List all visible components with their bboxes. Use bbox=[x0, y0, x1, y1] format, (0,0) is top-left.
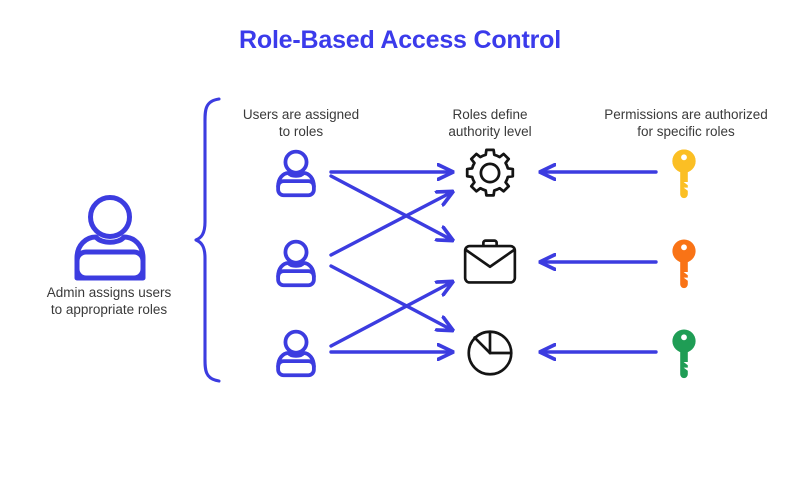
permission-node-bottom bbox=[668, 328, 700, 385]
arrow-user-top-to-role-middle bbox=[329, 174, 452, 240]
permission-to-role-arrows bbox=[541, 172, 658, 352]
caption-admin: Admin assigns users to appropriate roles bbox=[46, 285, 172, 317]
user-icon bbox=[74, 195, 146, 281]
user-icon bbox=[276, 149, 316, 198]
admin-node bbox=[62, 192, 158, 287]
key-icon bbox=[672, 149, 696, 199]
user-node-middle bbox=[270, 238, 322, 293]
user-node-bottom bbox=[270, 328, 322, 383]
arrow-user-middle-to-role-top bbox=[329, 192, 452, 257]
users-group-brace bbox=[194, 97, 221, 383]
permission-node-top bbox=[668, 148, 700, 205]
key-icon bbox=[672, 239, 696, 289]
user-node-top bbox=[270, 148, 322, 203]
role-node-top bbox=[464, 147, 516, 204]
key-icon bbox=[672, 329, 696, 379]
briefcase-icon bbox=[463, 239, 517, 284]
role-node-middle bbox=[461, 238, 519, 293]
gear-icon bbox=[465, 148, 515, 197]
page-title: Role-Based Access Control bbox=[239, 26, 561, 54]
user-icon bbox=[276, 329, 316, 378]
caption-users: Users are assigned to roles bbox=[242, 107, 360, 139]
caption-roles: Roles define authority level bbox=[448, 107, 532, 139]
role-node-bottom bbox=[465, 328, 515, 383]
pie-chart-icon bbox=[467, 330, 513, 376]
arrow-user-middle-to-role-bottom bbox=[329, 264, 452, 330]
arrow-user-bottom-to-role-middle bbox=[329, 282, 452, 348]
caption-permissions: Permissions are authorized for specific … bbox=[604, 107, 768, 139]
permission-node-middle bbox=[668, 238, 700, 295]
user-icon bbox=[276, 239, 316, 288]
user-to-role-arrows bbox=[329, 172, 452, 352]
